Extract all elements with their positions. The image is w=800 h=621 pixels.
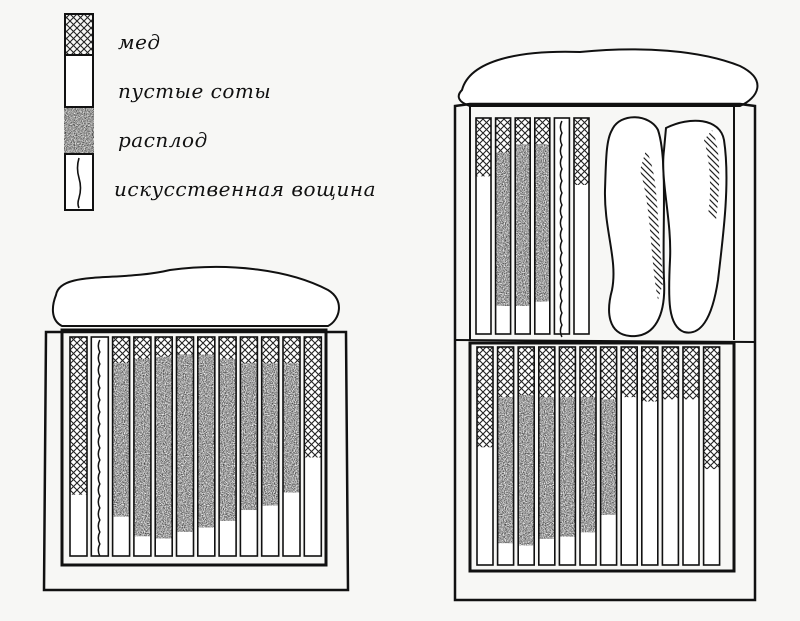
hive-body — [42, 330, 350, 592]
comb-frame — [558, 346, 577, 566]
frame-box — [60, 328, 328, 567]
comb-frame — [514, 117, 532, 335]
comb-frame — [517, 346, 536, 566]
comb-frame — [476, 346, 494, 566]
comb-frame — [218, 336, 237, 557]
legend-swatch — [64, 13, 94, 211]
comb-frame — [553, 117, 571, 338]
foundation-swatch — [64, 153, 94, 211]
comb-frame — [496, 346, 515, 566]
legend-label-foundation: искусственная вощина — [114, 177, 377, 201]
two-story-hive — [453, 48, 759, 602]
comb-frame — [533, 117, 551, 335]
legend-label-empty-comb: пустые соты — [118, 79, 272, 103]
insulation-pad — [51, 265, 340, 327]
comb-frame — [154, 336, 173, 557]
comb-frame — [494, 117, 512, 335]
brood-swatch — [64, 106, 94, 155]
comb-frame — [475, 117, 492, 335]
legend-label-brood: расплод — [118, 128, 208, 152]
comb-frame — [537, 346, 556, 566]
comb-frame — [69, 336, 88, 557]
comb-frame — [239, 336, 259, 557]
comb-frame — [599, 346, 618, 566]
comb-frame — [303, 336, 323, 557]
comb-frame — [260, 336, 280, 557]
comb-frame — [175, 336, 195, 557]
comb-frame — [579, 346, 597, 566]
comb-frame — [573, 117, 590, 335]
comb-frame — [90, 336, 110, 557]
comb-frame — [702, 346, 721, 566]
comb-frame — [197, 336, 216, 557]
legend-label-honey: мед — [118, 30, 161, 54]
small-hive — [42, 265, 350, 592]
comb-frame — [133, 336, 152, 557]
comb-frame — [640, 346, 659, 566]
honey-swatch — [64, 13, 94, 56]
comb-frame — [282, 336, 301, 557]
comb-frame — [111, 336, 131, 557]
comb-frame — [661, 346, 680, 566]
comb-frame — [682, 346, 700, 566]
lower-frame-box — [468, 341, 736, 573]
comb-frame — [620, 346, 639, 566]
empty-comb-swatch — [64, 54, 94, 108]
insulation-pad — [457, 48, 759, 107]
